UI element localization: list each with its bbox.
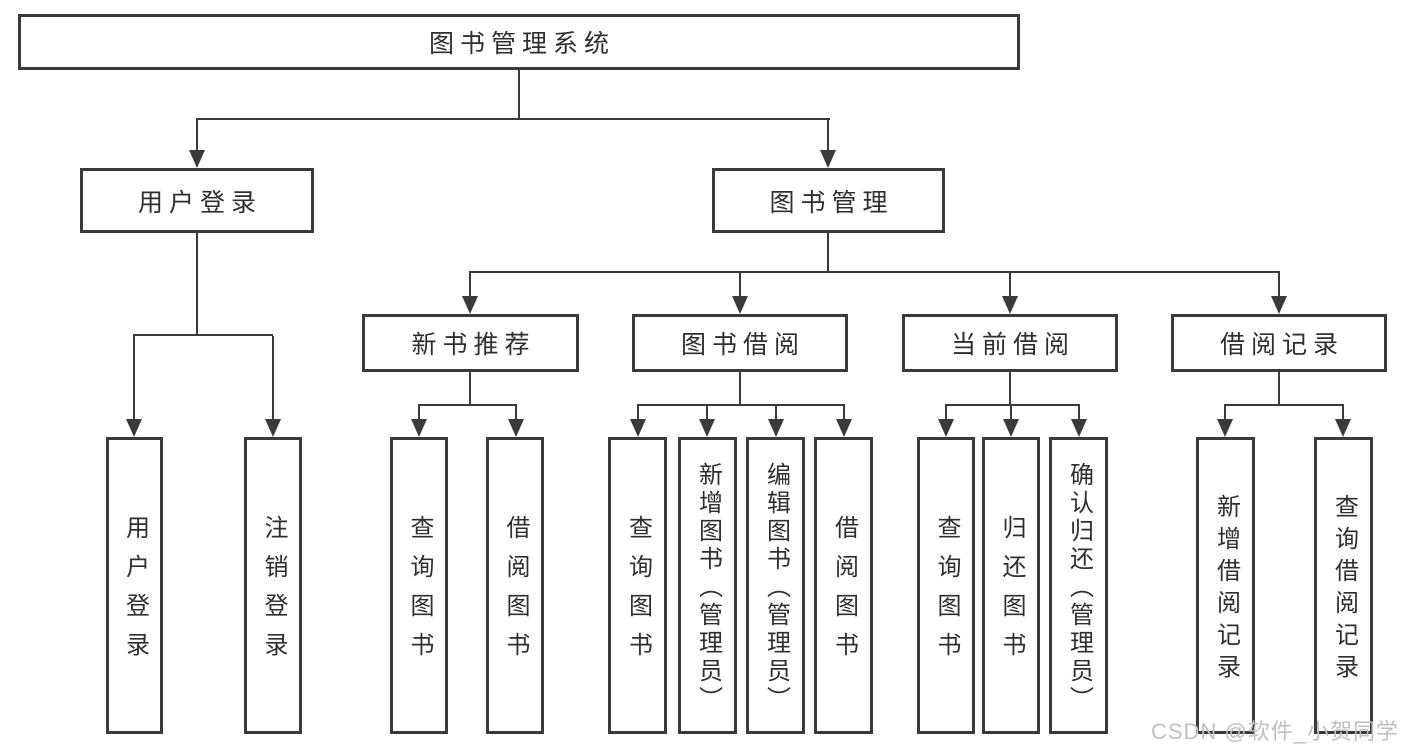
leaf-user-login: 用户登录 xyxy=(106,437,163,734)
connector-line xyxy=(1224,404,1344,406)
leaf-query-borrow-record: 查询借阅记录 xyxy=(1314,437,1373,734)
leaf-label: 确认归还（管理员） xyxy=(1065,461,1093,714)
connector-line xyxy=(843,406,845,421)
node-label: 图书管理 xyxy=(769,188,894,217)
leaf-confirm-return-admin: 确认归还（管理员） xyxy=(1049,437,1108,734)
connector-line xyxy=(469,273,471,299)
connector-line xyxy=(945,406,947,421)
node-label: 借阅记录 xyxy=(1219,331,1344,359)
connector-line xyxy=(1278,273,1280,299)
connector-line xyxy=(739,273,741,299)
connector-line xyxy=(196,118,830,120)
connector-line xyxy=(827,120,829,152)
node-label: 当前借阅 xyxy=(950,331,1075,359)
arrow-down-icon xyxy=(630,419,646,437)
leaf-query-books-3: 查询图书 xyxy=(917,437,975,734)
leaf-label: 借阅图书 xyxy=(830,515,858,671)
leaf-label: 注销登录 xyxy=(260,515,287,671)
leaf-label: 查询图书 xyxy=(406,515,433,671)
connector-line xyxy=(418,404,517,406)
leaf-label: 归还图书 xyxy=(998,515,1025,671)
connector-line xyxy=(945,404,1080,406)
connector-line xyxy=(1278,372,1280,406)
connector-line xyxy=(1224,406,1226,421)
leaf-label: 新增图书（管理员） xyxy=(694,461,722,714)
arrow-down-icon xyxy=(699,419,715,437)
leaf-query-books: 查询图书 xyxy=(390,437,448,734)
leaf-edit-books-admin: 编辑图书（管理员） xyxy=(746,437,805,734)
connector-line xyxy=(637,404,845,406)
arrow-down-icon xyxy=(938,419,954,437)
leaf-label: 查询图书 xyxy=(933,515,960,671)
arrow-down-icon xyxy=(189,150,205,168)
arrow-down-icon xyxy=(508,419,524,437)
arrow-down-icon xyxy=(1271,296,1287,314)
node-book-borrowing: 图书借阅 xyxy=(632,314,848,372)
connector-line xyxy=(418,406,420,421)
connector-line xyxy=(133,334,273,336)
connector-line xyxy=(1010,406,1012,421)
connector-line xyxy=(469,372,471,406)
connector-line xyxy=(133,336,135,421)
connector-line xyxy=(515,406,517,421)
arrow-down-icon xyxy=(1002,296,1018,314)
leaf-label: 查询借阅记录 xyxy=(1330,493,1358,686)
arrow-down-icon xyxy=(462,296,478,314)
arrow-down-icon xyxy=(1003,419,1019,437)
connector-line xyxy=(1009,372,1011,406)
watermark-text: CSDN @软件_小贺同学 xyxy=(1150,719,1399,744)
node-book-management: 图书管理 xyxy=(712,168,945,233)
connector-line xyxy=(1009,273,1011,299)
arrow-down-icon xyxy=(411,419,427,437)
node-borrowing-records: 借阅记录 xyxy=(1171,314,1387,372)
connector-line xyxy=(1078,406,1080,421)
node-label: 新书推荐 xyxy=(411,331,536,359)
leaf-label: 编辑图书（管理员） xyxy=(762,461,790,714)
connector-line xyxy=(518,70,520,118)
leaf-query-books-2: 查询图书 xyxy=(608,437,667,734)
node-current-borrowing: 当前借阅 xyxy=(902,314,1118,372)
connector-line xyxy=(637,406,639,421)
leaf-logout-login: 注销登录 xyxy=(244,437,302,734)
arrow-down-icon xyxy=(126,419,142,437)
leaf-label: 用户登录 xyxy=(121,515,149,671)
arrow-down-icon xyxy=(1071,419,1087,437)
connector-line xyxy=(775,406,777,421)
connector-line xyxy=(827,233,829,272)
leaf-label: 查询图书 xyxy=(624,515,652,671)
leaf-return-books: 归还图书 xyxy=(982,437,1040,734)
leaf-label: 新增借阅记录 xyxy=(1212,493,1240,686)
arrow-down-icon xyxy=(820,150,836,168)
node-new-book-recommendation: 新书推荐 xyxy=(362,314,579,372)
leaf-add-borrow-record: 新增借阅记录 xyxy=(1196,437,1255,734)
leaf-label: 借阅图书 xyxy=(502,515,529,671)
node-label: 用户登录 xyxy=(137,188,262,217)
node-library-management-system: 图书管理系统 xyxy=(18,14,1020,70)
arrow-down-icon xyxy=(1335,419,1351,437)
arrow-down-icon xyxy=(1217,419,1233,437)
connector-line xyxy=(196,233,198,336)
arrow-down-icon xyxy=(732,296,748,314)
node-label: 图书管理系统 xyxy=(428,30,615,58)
connector-line xyxy=(469,271,1280,273)
connector-line xyxy=(739,372,741,406)
node-user-login: 用户登录 xyxy=(80,168,314,233)
connector-line xyxy=(272,336,274,421)
arrow-down-icon xyxy=(768,419,784,437)
leaf-add-books-admin: 新增图书（管理员） xyxy=(678,437,737,734)
arrow-down-icon xyxy=(265,419,281,437)
connector-line xyxy=(196,120,198,152)
node-label: 图书借阅 xyxy=(680,331,805,359)
leaf-borrow-books-2: 借阅图书 xyxy=(814,437,873,734)
connector-line xyxy=(706,406,708,421)
connector-line xyxy=(1342,406,1344,421)
leaf-borrow-books: 借阅图书 xyxy=(486,437,544,734)
arrow-down-icon xyxy=(836,419,852,437)
